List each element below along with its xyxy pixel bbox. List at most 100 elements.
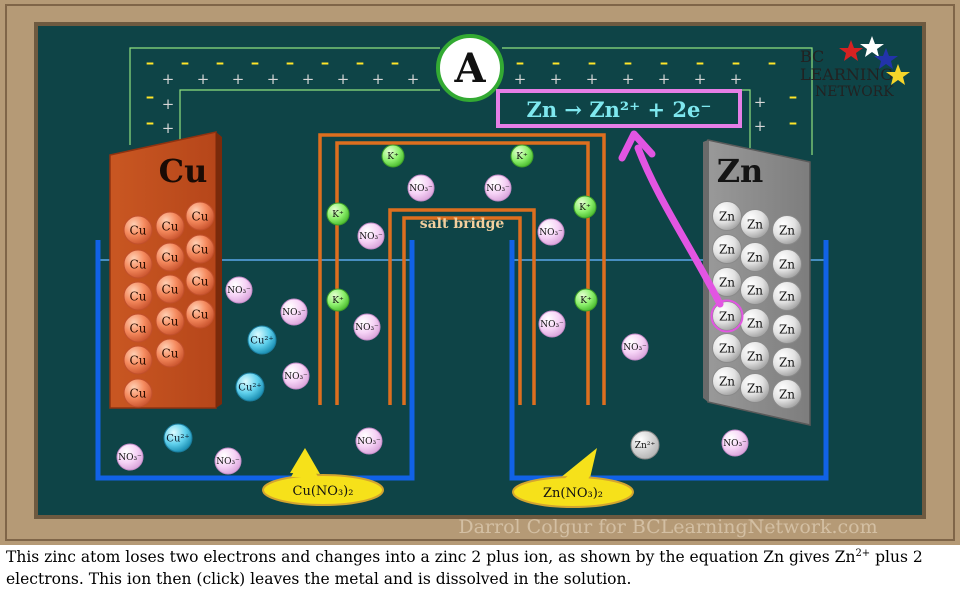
nitrate-ion: NO₃⁻ — [353, 313, 381, 341]
yellow-star-icon — [886, 64, 910, 85]
svg-text:Zn: Zn — [719, 341, 735, 355]
svg-text:Zn: Zn — [719, 275, 735, 289]
caption-superscript: 2+ — [855, 547, 871, 559]
highlighted-zinc-atom — [710, 299, 744, 333]
slide-caption: This zinc atom loses two electrons and c… — [6, 546, 956, 590]
electron-minus-sign: – — [588, 53, 597, 73]
copper-atom: Cu — [155, 306, 185, 336]
copper-atom: Cu — [123, 281, 153, 311]
svg-text:K⁺: K⁺ — [516, 152, 528, 162]
positive-charge-sign: + — [658, 70, 671, 88]
svg-text:NO₃⁻: NO₃⁻ — [359, 232, 383, 242]
positive-charge-sign: + — [550, 70, 563, 88]
positive-charge-sign: + — [730, 70, 743, 88]
ammeter-label: A — [453, 45, 486, 92]
nitrate-ion: NO₃⁻ — [282, 362, 310, 390]
copper-2plus-ion: Cu²⁺ — [235, 372, 265, 402]
logo-line-2: LEARNING — [800, 65, 893, 84]
copper-atom: Cu — [123, 249, 153, 279]
galvanic-cell-diagram: ––––––––––––––––+++++++++++++++––++––++ … — [0, 0, 960, 545]
svg-text:NO₃⁻: NO₃⁻ — [282, 308, 306, 318]
copper-atom: Cu — [123, 345, 153, 375]
nitrate-ion: NO₃⁻ — [484, 174, 512, 202]
zinc-atom: Zn — [740, 275, 770, 305]
svg-text:K⁺: K⁺ — [332, 210, 344, 220]
svg-text:NO₃⁻: NO₃⁻ — [723, 439, 747, 449]
svg-text:Cu: Cu — [162, 282, 179, 296]
positive-charge-sign: + — [694, 70, 707, 88]
svg-text:NO₃⁻: NO₃⁻ — [409, 184, 433, 194]
salt-bridge-inner-tube — [388, 208, 536, 405]
copper-atom: Cu — [123, 215, 153, 245]
ammeter: A — [436, 34, 504, 102]
svg-text:NO₃⁻: NO₃⁻ — [216, 457, 240, 467]
nitrate-ion: NO₃⁻ — [225, 276, 253, 304]
potassium-ion: K⁺ — [381, 144, 405, 168]
blue-star-icon — [874, 48, 898, 69]
zinc-atom: Zn — [772, 347, 802, 377]
positive-charge-sign: + — [337, 70, 350, 88]
zinc-atom: Zn — [772, 281, 802, 311]
svg-text:Zn: Zn — [719, 242, 735, 256]
white-star-icon — [860, 36, 884, 57]
electron-minus-sign: – — [660, 53, 669, 73]
caption-part-2: plus 2 electrons. This ion then (click) … — [6, 548, 923, 588]
electron-minus-sign: – — [146, 53, 155, 73]
copper-2plus-ion: Cu²⁺ — [163, 423, 193, 453]
svg-text:Zn: Zn — [779, 355, 795, 369]
svg-text:Zn: Zn — [779, 387, 795, 401]
svg-text:NO₃⁻: NO₃⁻ — [357, 437, 381, 447]
svg-text:Cu: Cu — [130, 386, 147, 400]
electron-minus-sign: – — [516, 53, 525, 73]
zinc-atom: Zn — [740, 341, 770, 371]
copper-atom: Cu — [155, 242, 185, 272]
svg-text:NO₃⁻: NO₃⁻ — [118, 453, 142, 463]
copper-atom: Cu — [155, 274, 185, 304]
svg-text:Zn: Zn — [747, 381, 763, 395]
svg-text:Cu: Cu — [192, 274, 209, 288]
electron-minus-sign: – — [789, 87, 798, 107]
copper-atom: Cu — [185, 234, 215, 264]
zinc-atom: Zn — [772, 314, 802, 344]
positive-charge-sign: + — [197, 70, 210, 88]
electron-minus-sign: – — [251, 53, 260, 73]
svg-text:Cu²⁺: Cu²⁺ — [238, 383, 261, 394]
svg-text:Cu: Cu — [192, 242, 209, 256]
potassium-ion: K⁺ — [326, 288, 350, 312]
svg-text:NO₃⁻: NO₃⁻ — [355, 323, 379, 333]
nitrate-ion: NO₃⁻ — [538, 310, 566, 338]
svg-text:Cu: Cu — [162, 314, 179, 328]
electron-minus-sign: – — [356, 53, 365, 73]
right-solution-label: Zn(NO₃)₂ — [543, 486, 603, 501]
outer-wire — [129, 47, 813, 155]
positive-charge-sign: + — [162, 119, 175, 137]
positive-charge-sign: + — [586, 70, 599, 88]
nitrate-ion: NO₃⁻ — [214, 447, 242, 475]
left-solution-label: Cu(NO₃)₂ — [293, 484, 354, 499]
positive-charge-sign: + — [267, 70, 280, 88]
svg-text:Cu: Cu — [130, 289, 147, 303]
zinc-atom: Zn — [772, 379, 802, 409]
copper-electrode-label: Cu — [159, 152, 208, 190]
nitrate-ion: NO₃⁻ — [116, 443, 144, 471]
right-solution-callout: Zn(NO₃)₂ — [512, 448, 634, 508]
svg-text:Cu: Cu — [130, 223, 147, 237]
nitrate-ion: NO₃⁻ — [357, 222, 385, 250]
svg-text:NO₃⁻: NO₃⁻ — [284, 372, 308, 382]
left-beaker — [95, 240, 415, 481]
svg-text:K⁺: K⁺ — [332, 296, 344, 306]
electron-minus-sign: – — [789, 113, 798, 133]
positive-charge-sign: + — [754, 93, 767, 111]
nitrate-ion: NO₃⁻ — [537, 218, 565, 246]
svg-text:Zn: Zn — [779, 289, 795, 303]
potassium-ion: K⁺ — [510, 144, 534, 168]
electron-minus-sign: – — [768, 53, 777, 73]
electron-minus-sign: – — [146, 87, 155, 107]
zinc-atom: Zn — [772, 215, 802, 245]
svg-text:Zn: Zn — [747, 283, 763, 297]
zinc-atom: Zn — [772, 249, 802, 279]
zinc-atom: Zn — [740, 242, 770, 272]
svg-text:Cu: Cu — [162, 346, 179, 360]
